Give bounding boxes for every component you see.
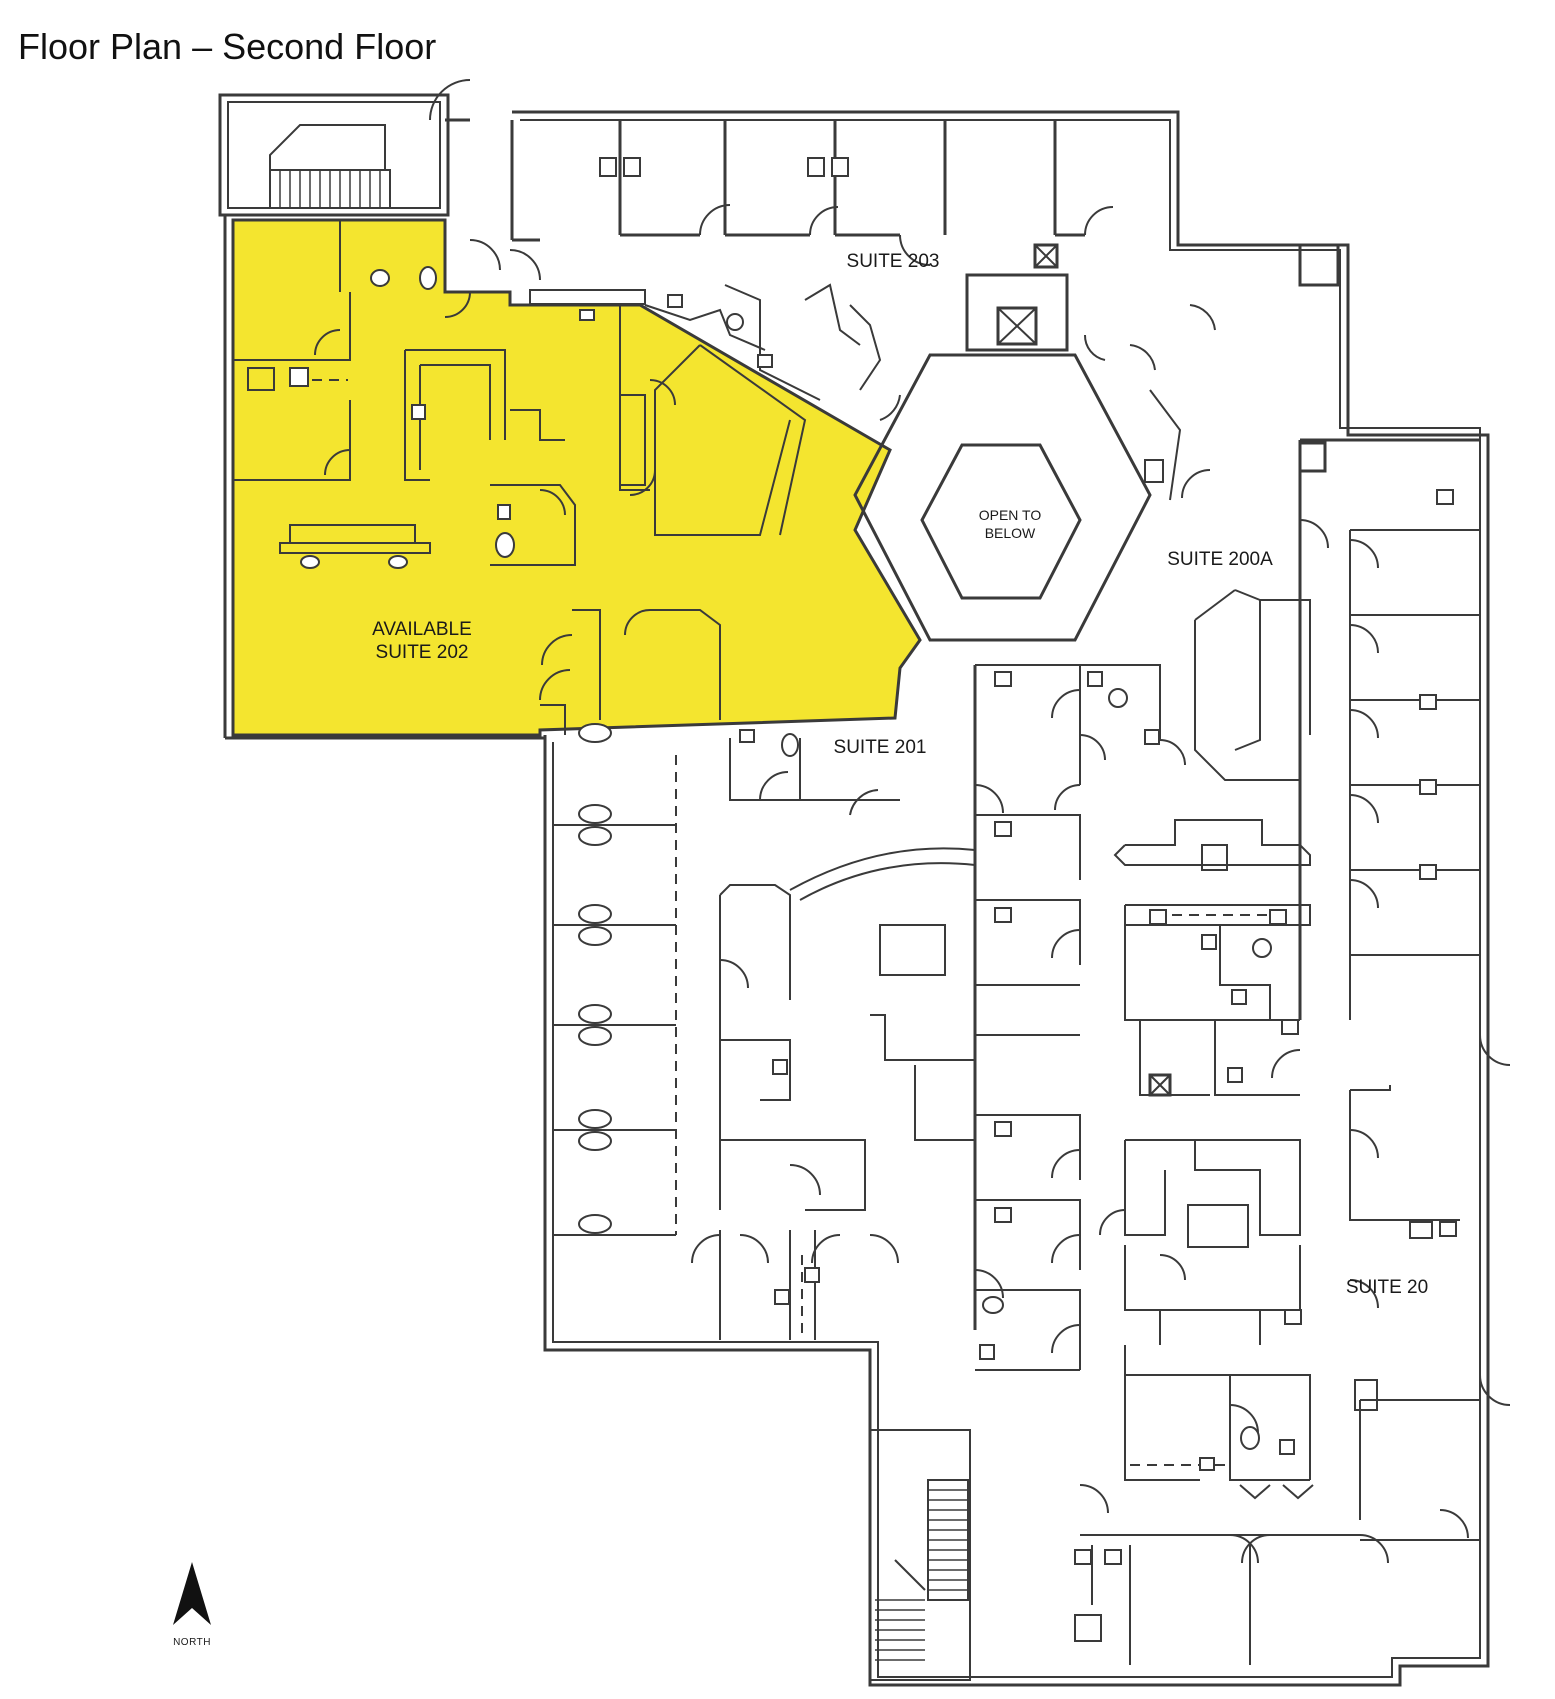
north-arrow-icon: NORTH (173, 1562, 211, 1648)
stair-bottom (869, 1429, 971, 1681)
suite-200a-label: SUITE 200A (1167, 549, 1273, 570)
atrium: OPEN TO BELOW (853, 353, 1152, 642)
suite-202-highlight[interactable] (231, 218, 922, 737)
suite-20-rooms (1074, 819, 1511, 1665)
stair-top-left (269, 124, 391, 209)
suite-201-rooms (553, 723, 976, 1340)
atrium-label-line2: BELOW (985, 525, 1036, 541)
central-north-rooms (644, 283, 1216, 421)
central-offices (973, 664, 1186, 1371)
atrium-label-line1: OPEN TO (979, 507, 1042, 523)
suite-203-rooms (429, 79, 1114, 305)
north-label: NORTH (173, 1637, 211, 1648)
suite-20-label: SUITE 20 (1346, 1277, 1428, 1298)
suite-203-label: SUITE 203 (847, 251, 940, 272)
suite-202-label-line1: AVAILABLE (372, 619, 472, 640)
suite-202-interior (233, 219, 807, 735)
suite-200a-rooms (1144, 389, 1480, 1020)
suite-201-label: SUITE 201 (834, 737, 927, 758)
elevator-shafts (965, 243, 1340, 352)
page-title: Floor Plan – Second Floor (18, 26, 437, 67)
suite-202-label-line2: SUITE 202 (376, 642, 469, 663)
